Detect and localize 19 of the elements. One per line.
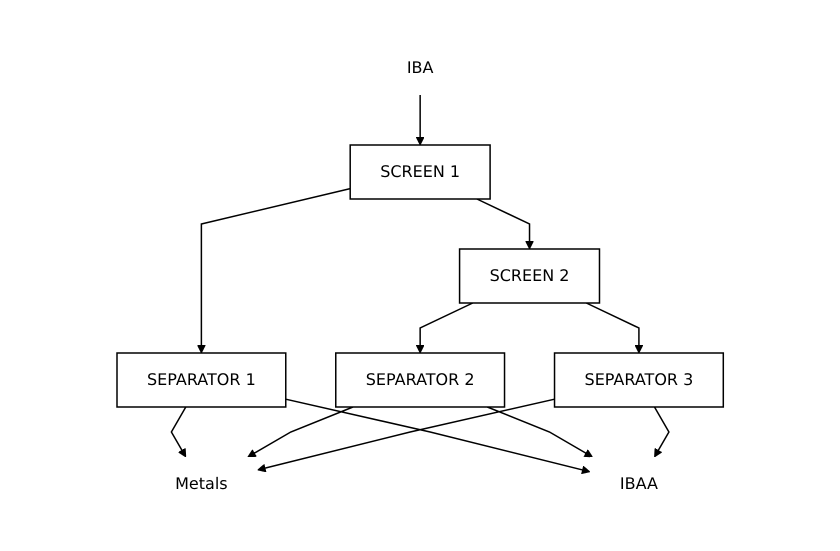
node-box: SEPARATOR 1	[116, 352, 286, 408]
node-box: SEPARATOR 2	[334, 352, 506, 408]
arrow	[586, 302, 644, 353]
node-text: IBAA	[620, 474, 658, 492]
node-box: SCREEN 2	[458, 248, 600, 304]
arrow	[196, 187, 350, 353]
arrow	[486, 406, 593, 457]
node-box: SCREEN 1	[349, 144, 491, 200]
arrow	[247, 406, 354, 457]
arrow	[654, 406, 670, 457]
node-box: SEPARATOR 3	[554, 352, 724, 408]
arrow	[416, 302, 473, 353]
arrow	[285, 398, 590, 474]
arrow	[476, 198, 534, 249]
arrow	[416, 94, 424, 145]
node-text: Metals	[174, 474, 228, 492]
arrow	[170, 406, 186, 457]
node-text: IBA	[406, 58, 434, 76]
arrow	[257, 398, 555, 472]
